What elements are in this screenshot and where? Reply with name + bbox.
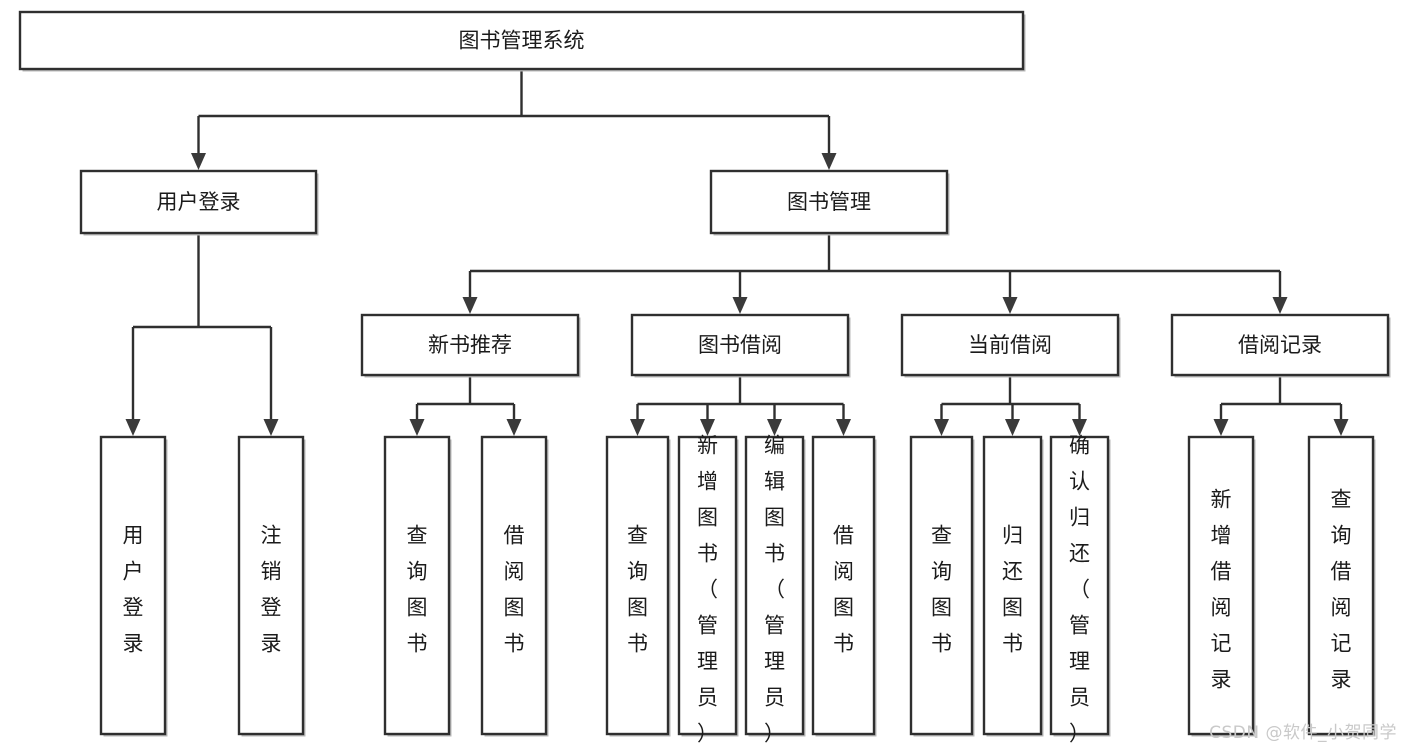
node-box[interactable] xyxy=(605,435,670,736)
node-label: 归还图书 xyxy=(1002,523,1023,655)
node-leaf-query-book-3[interactable]: 查询图书 xyxy=(909,435,975,737)
node-book-borrow[interactable]: 图书借阅 xyxy=(630,313,851,378)
node-box[interactable] xyxy=(1170,313,1390,377)
node-box[interactable] xyxy=(383,435,451,736)
node-label: 借阅记录 xyxy=(1238,333,1322,357)
edge-group-root xyxy=(191,69,837,170)
node-label: 编辑图书（管理员） xyxy=(764,433,785,745)
node-box[interactable] xyxy=(982,435,1043,736)
node-layer: 图书管理系统用户登录图书管理新书推荐图书借阅当前借阅借阅记录用户登录注销登录查询… xyxy=(18,10,1391,745)
node-label: 查询图书 xyxy=(627,523,648,655)
node-box[interactable] xyxy=(909,435,974,736)
node-box[interactable] xyxy=(360,313,580,377)
node-box[interactable] xyxy=(99,435,167,736)
edge-group-user-login xyxy=(125,233,279,436)
node-leaf-borrow-book-1[interactable]: 借阅图书 xyxy=(480,435,549,737)
node-label: 图书管理系统 xyxy=(459,29,585,53)
node-label: 图书借阅 xyxy=(698,333,782,357)
node-leaf-user-login[interactable]: 用户登录 xyxy=(99,435,168,737)
connector-layer xyxy=(125,69,1349,436)
node-leaf-query-book-2[interactable]: 查询图书 xyxy=(605,435,671,737)
edge-group-book-borrow xyxy=(630,375,851,436)
node-leaf-query-record[interactable]: 查询借阅记录 xyxy=(1307,435,1376,737)
node-user-login[interactable]: 用户登录 xyxy=(79,169,319,236)
node-leaf-add-record[interactable]: 新增借阅记录 xyxy=(1187,435,1256,737)
node-leaf-edit-book[interactable]: 编辑图书（管理员） xyxy=(744,433,806,745)
node-box[interactable] xyxy=(677,435,738,736)
node-label: 查询图书 xyxy=(407,523,428,655)
edge-group-current-borrow xyxy=(934,375,1087,436)
edge-group-book-manage xyxy=(462,233,1288,314)
node-box[interactable] xyxy=(744,435,805,736)
node-box[interactable] xyxy=(900,313,1120,377)
node-leaf-query-book-1[interactable]: 查询图书 xyxy=(383,435,452,737)
node-root[interactable]: 图书管理系统 xyxy=(18,10,1026,72)
node-leaf-add-book[interactable]: 新增图书（管理员） xyxy=(677,433,739,745)
node-book-manage[interactable]: 图书管理 xyxy=(709,169,950,236)
node-label: 新增借阅记录 xyxy=(1211,487,1232,691)
edge-group-new-book-rec xyxy=(409,375,522,436)
node-box[interactable] xyxy=(1187,435,1255,736)
node-box[interactable] xyxy=(811,435,876,736)
node-box[interactable] xyxy=(1307,435,1375,736)
node-label: 用户登录 xyxy=(123,523,144,655)
node-borrow-record[interactable]: 借阅记录 xyxy=(1170,313,1391,378)
node-box[interactable] xyxy=(18,10,1025,71)
edge-group-borrow-record xyxy=(1213,375,1349,436)
node-leaf-borrow-book-2[interactable]: 借阅图书 xyxy=(811,435,877,737)
node-label: 确认归还（管理员） xyxy=(1069,433,1090,745)
node-leaf-return-book[interactable]: 归还图书 xyxy=(982,435,1044,737)
node-box[interactable] xyxy=(480,435,548,736)
node-label: 查询图书 xyxy=(931,523,952,655)
node-label: 新增图书（管理员） xyxy=(697,433,718,745)
node-label: 图书管理 xyxy=(787,190,871,214)
node-label: 查询借阅记录 xyxy=(1331,487,1352,691)
node-box[interactable] xyxy=(709,169,949,235)
watermark-label: CSDN @软件_小贺同学 xyxy=(1209,723,1397,743)
node-current-borrow[interactable]: 当前借阅 xyxy=(900,313,1121,378)
node-leaf-logout[interactable]: 注销登录 xyxy=(237,435,306,737)
node-label: 用户登录 xyxy=(157,190,241,214)
node-label: 注销登录 xyxy=(261,523,282,655)
node-box[interactable] xyxy=(79,169,318,235)
node-label: 借阅图书 xyxy=(833,523,854,655)
node-leaf-confirm-return[interactable]: 确认归还（管理员） xyxy=(1049,433,1111,745)
node-label: 当前借阅 xyxy=(968,333,1052,357)
node-box[interactable] xyxy=(1049,435,1110,736)
node-new-book-rec[interactable]: 新书推荐 xyxy=(360,313,581,378)
node-box[interactable] xyxy=(630,313,850,377)
node-box[interactable] xyxy=(237,435,305,736)
node-label: 借阅图书 xyxy=(504,523,525,655)
node-label: 新书推荐 xyxy=(428,333,512,357)
